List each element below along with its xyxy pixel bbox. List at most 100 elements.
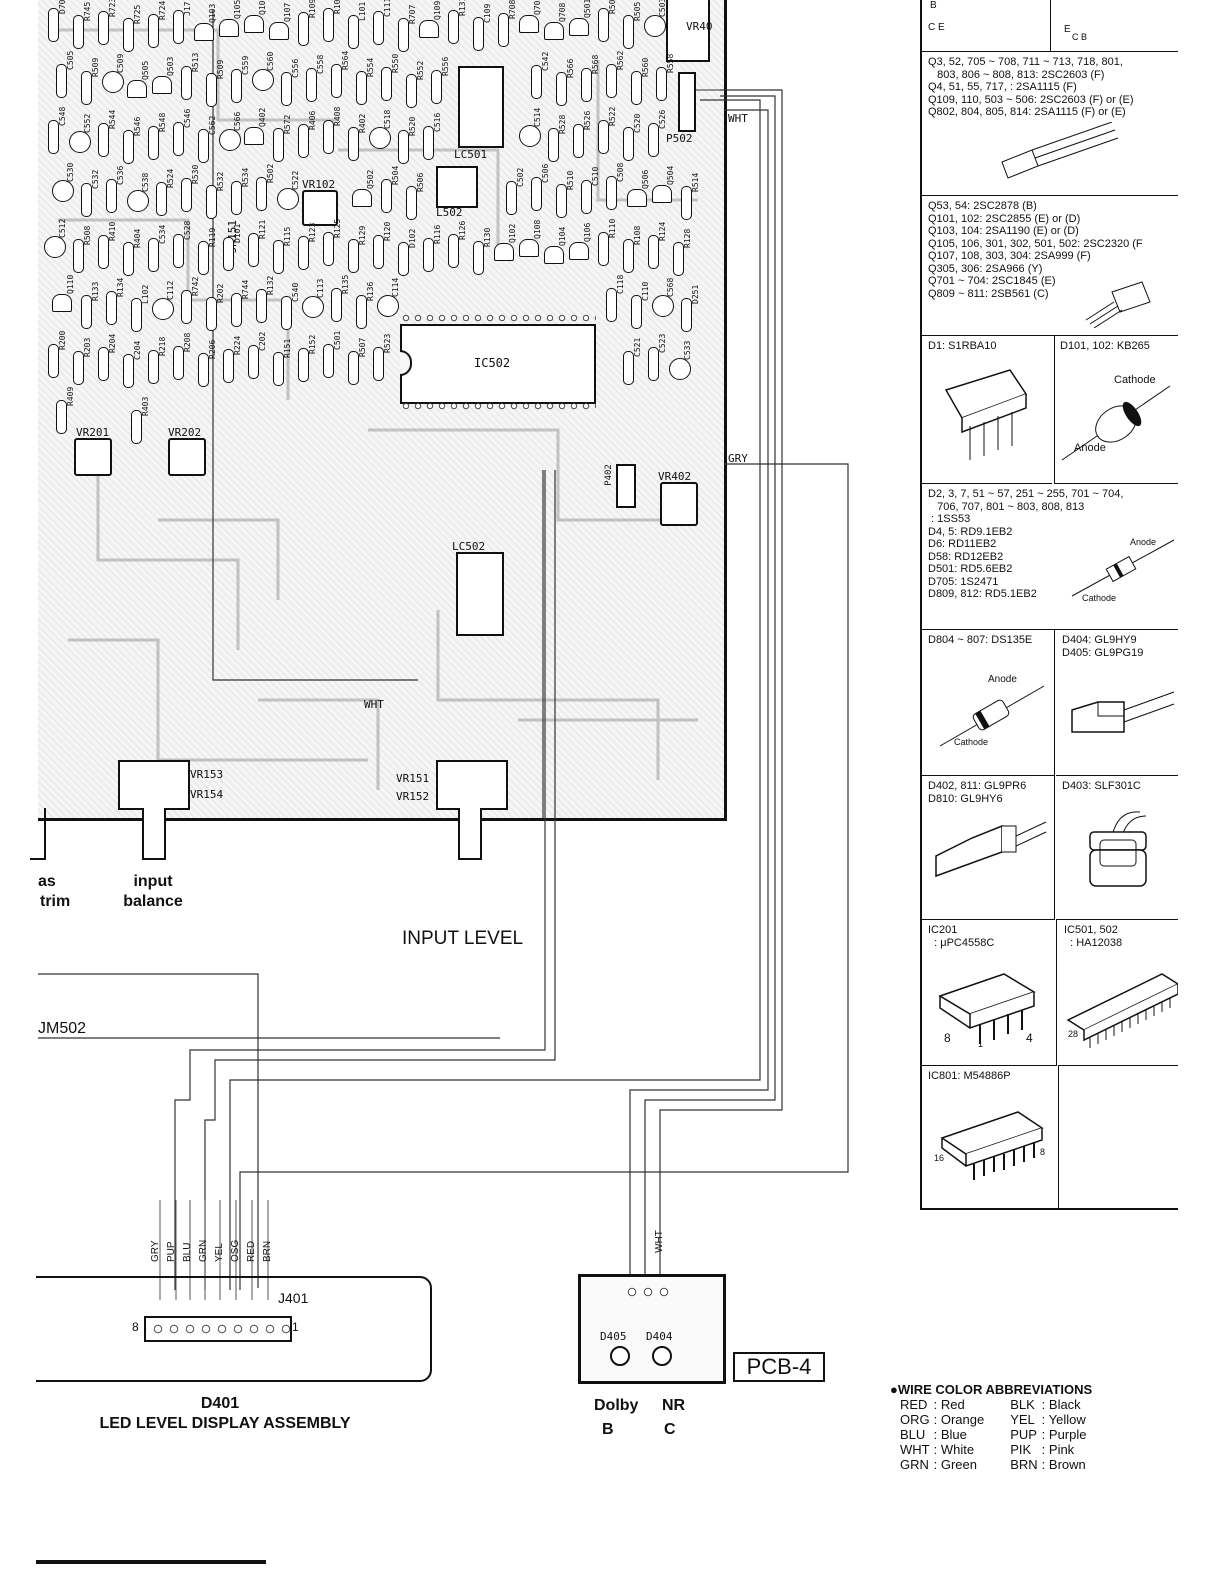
transistor-footprint — [544, 246, 564, 264]
capacitor-footprint — [473, 17, 484, 51]
wire-color-name: : Purple — [1041, 1427, 1087, 1442]
ref-cell-ic501: IC501, 502 : HA12038 28 — [1058, 920, 1178, 1066]
label-p502: P502 — [666, 132, 693, 145]
capacitor-footprint — [52, 180, 74, 202]
ref-cell-d804: D804 ~ 807: DS135E Anode Cathode — [922, 630, 1054, 776]
label-j401-pin1: 1 — [292, 1320, 299, 1334]
capacitor-footprint — [173, 234, 184, 268]
resistor-footprint — [348, 239, 359, 273]
component-reference-table: Q3, 52, 705 ~ 708, 711 ~ 713, 718, 801, … — [920, 0, 1178, 1210]
resistor-footprint — [48, 8, 59, 42]
resistor-footprint — [48, 344, 59, 378]
resistor-footprint — [298, 12, 309, 46]
caption-input-balance-line1: input — [133, 873, 173, 890]
resistor-footprint — [131, 298, 142, 332]
resistor-footprint — [398, 18, 409, 52]
ref-cell-d404: D404: GL9HY9 D405: GL9PG19 — [1056, 630, 1178, 776]
resistor-footprint — [348, 127, 359, 161]
wire-tag-wht-top: WHT — [728, 112, 748, 125]
label-vr102: VR102 — [302, 178, 336, 191]
capacitor-footprint — [281, 296, 292, 330]
dolby-wire-wht: WHT — [653, 1230, 665, 1253]
resistor-footprint — [206, 297, 217, 331]
led-wire-label: BRN — [262, 1240, 273, 1262]
capacitor-footprint — [506, 181, 517, 215]
resistor-footprint — [81, 71, 92, 105]
transistor-footprint — [152, 76, 172, 94]
wire-code: BLK — [1010, 1397, 1035, 1412]
wire-code: GRN — [900, 1457, 929, 1472]
resistor-footprint — [198, 353, 209, 387]
wire-code: YEL — [1010, 1412, 1035, 1427]
ref-cell-transistors-2: Q53, 54: 2SC2878 (B) Q101, 102: 2SC2855 … — [922, 196, 1178, 336]
resistor-footprint — [323, 232, 334, 266]
resistor-footprint — [223, 237, 234, 271]
capacitor-footprint — [519, 125, 541, 147]
caption-bias-line1: as — [38, 873, 56, 890]
led-wire-label: PUP — [166, 1241, 177, 1262]
resistor-footprint — [123, 18, 134, 52]
ref-cell-ic201: IC201 : μPC4558C 8 1 4 — [922, 920, 1056, 1066]
led-d404 — [652, 1346, 672, 1366]
dolby-title-nr: NR — [662, 1397, 686, 1414]
transistor-footprint — [627, 189, 647, 207]
connector-p502 — [678, 72, 696, 132]
resistor-footprint — [206, 73, 217, 107]
resistor-footprint — [248, 233, 259, 267]
wire-code: BLU — [900, 1427, 926, 1442]
capacitor-footprint — [252, 69, 274, 91]
input-level-title: INPUT LEVEL — [402, 928, 524, 949]
resistor-footprint — [98, 347, 109, 381]
resistor-footprint — [398, 242, 409, 276]
coil-lc502 — [456, 552, 504, 636]
capacitor-footprint — [56, 64, 67, 98]
capacitor-footprint — [531, 65, 542, 99]
resistor-footprint — [298, 236, 309, 270]
wire-color-name: : Red — [933, 1397, 965, 1412]
capacitor-footprint — [219, 129, 241, 151]
resistor-footprint — [123, 242, 134, 276]
resistor-footprint — [273, 128, 284, 162]
capacitor-footprint — [69, 131, 91, 153]
resistor-footprint — [556, 72, 567, 106]
resistor-footprint — [148, 126, 159, 160]
wire-color-name: : Yellow — [1041, 1412, 1086, 1427]
transistor-footprint — [494, 243, 514, 261]
label-j401-pin8: 8 — [132, 1320, 139, 1334]
capacitor-footprint — [248, 345, 259, 379]
resistor-footprint — [173, 346, 184, 380]
transistor-footprint — [544, 22, 564, 40]
capacitor-footprint — [302, 296, 324, 318]
capacitor-footprint — [281, 72, 292, 106]
led-triangle-icon — [935, 821, 1047, 878]
resistor-footprint — [598, 8, 609, 42]
capacitor-footprint — [581, 180, 592, 214]
trimmer-vr102 — [302, 190, 338, 226]
led-wire-label: YEL — [214, 1243, 225, 1262]
capacitor-footprint — [652, 295, 674, 317]
pcb-4-label: PCB-4 — [733, 1352, 825, 1382]
resistor-footprint — [173, 10, 184, 44]
resistor-footprint — [198, 241, 209, 275]
transistor-footprint — [569, 242, 589, 260]
resistor-footprint — [598, 120, 609, 154]
label-d405: D405 — [600, 1330, 627, 1343]
capacitor-footprint — [277, 188, 299, 210]
capacitor-footprint — [44, 236, 66, 258]
resistor-footprint — [123, 130, 134, 164]
transistor-footprint — [244, 127, 264, 145]
led-display-board — [36, 1276, 432, 1382]
coil-lc501 — [458, 66, 504, 148]
capacitor-footprint — [173, 122, 184, 156]
capacitor-footprint — [606, 288, 617, 322]
resistor-footprint — [431, 70, 442, 104]
capacitor-footprint — [606, 176, 617, 210]
capacitor-footprint — [152, 298, 174, 320]
led-rect-icon — [1071, 691, 1175, 733]
label-vr202: VR202 — [168, 426, 202, 439]
wire-color-name: : Green — [933, 1457, 977, 1472]
dolby-title-dolby: Dolby — [594, 1397, 639, 1414]
